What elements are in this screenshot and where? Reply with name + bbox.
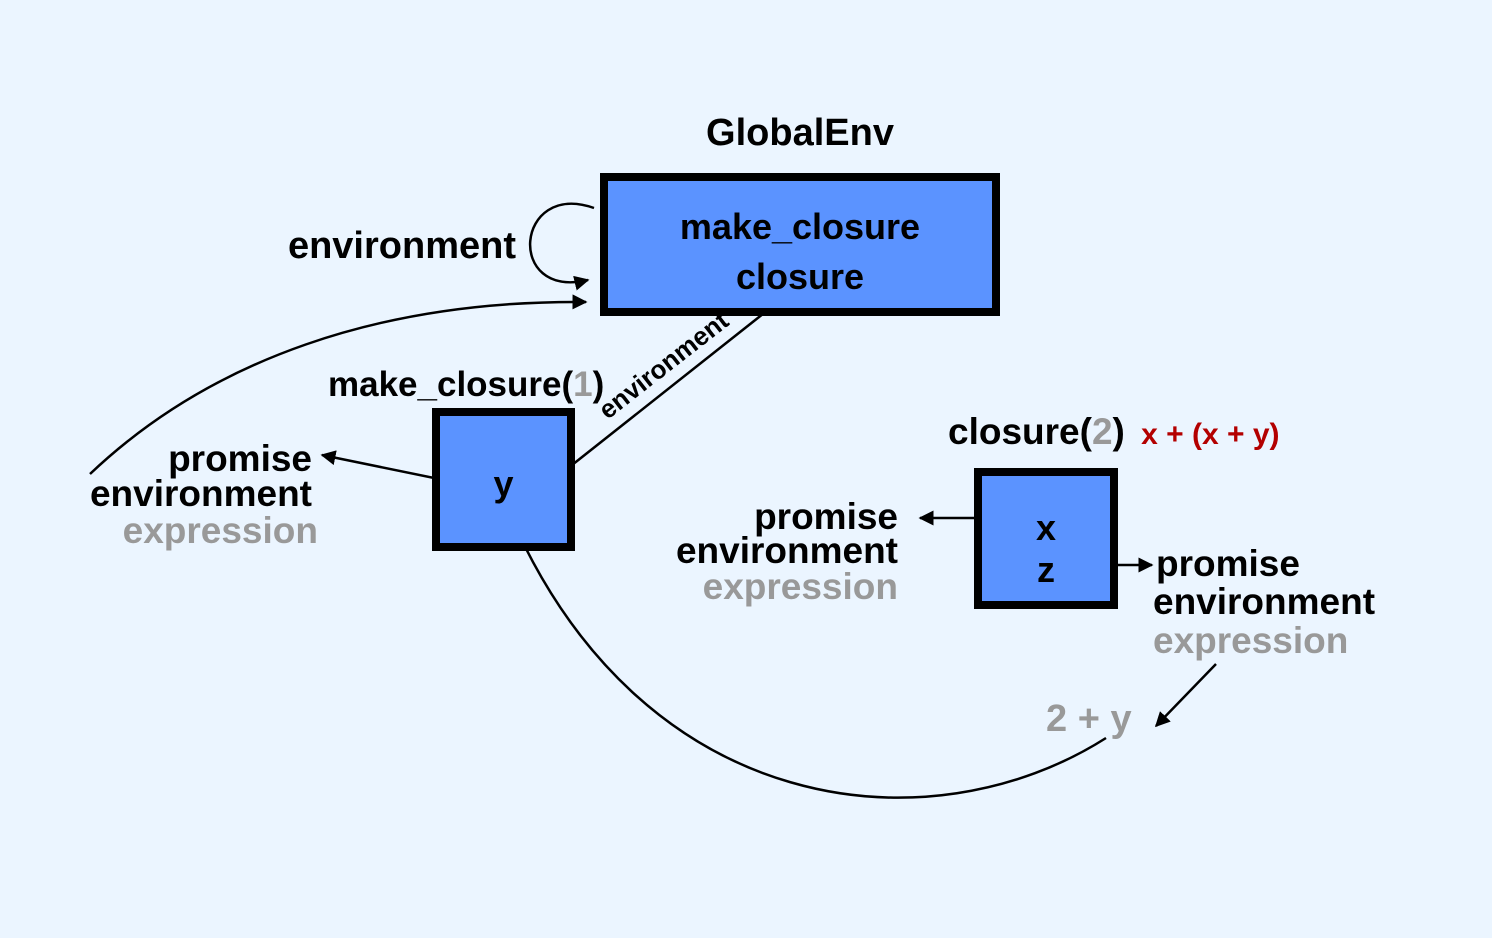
z-expression-code: 2 + y — [1046, 698, 1132, 740]
closure-title-fn: closure( — [948, 411, 1092, 452]
z-promise-line-promise: promise — [1156, 543, 1300, 584]
binding-x: x — [1035, 507, 1057, 548]
closure-title-close: ) — [1112, 411, 1125, 452]
make-closure-frame-title: make_closure(1) — [328, 367, 604, 402]
closure-frame-title: closure(2) x + (x + y) — [948, 413, 1280, 450]
global-env-self-loop-arrow — [529, 202, 595, 291]
closure-frame: x z — [974, 468, 1118, 609]
x-promise-line-expression: expression — [702, 566, 898, 607]
x-promise-line-environment: environment — [675, 530, 898, 571]
z-promise-line-environment: environment — [1153, 581, 1376, 622]
global-env-title: GlobalEnv — [706, 112, 894, 154]
code-to-y-arrow — [506, 508, 1107, 799]
y-promise-line-environment: environment — [89, 473, 312, 514]
closure-body-code: x + (x + y) — [1141, 418, 1280, 451]
y-promise-line-expression: expression — [122, 510, 318, 551]
binding-z: z — [1037, 549, 1055, 590]
closure-env-arrow — [546, 301, 779, 485]
make-closure-title-close: ) — [592, 365, 605, 404]
z-promise-line-expression: expression — [1153, 620, 1349, 661]
closure-title-arg: 2 — [1091, 411, 1113, 452]
make-closure-title-fn: make_closure( — [328, 365, 574, 404]
global-binding-closure: closure — [735, 256, 865, 297]
expression-to-code-arrow — [1154, 663, 1217, 728]
x-promise-line-promise: promise — [754, 496, 898, 537]
global-binding-make-closure: make_closure — [679, 206, 921, 247]
global-env-frame: make_closure closure — [600, 173, 1000, 316]
binding-y: y — [493, 463, 514, 504]
make-closure-frame: y — [432, 408, 575, 551]
make-closure-title-arg: 1 — [573, 365, 593, 404]
global-self-env-label: environment — [287, 225, 516, 267]
y-promise-line-promise: promise — [168, 438, 312, 479]
promise-env-to-global-arrow — [89, 294, 588, 475]
